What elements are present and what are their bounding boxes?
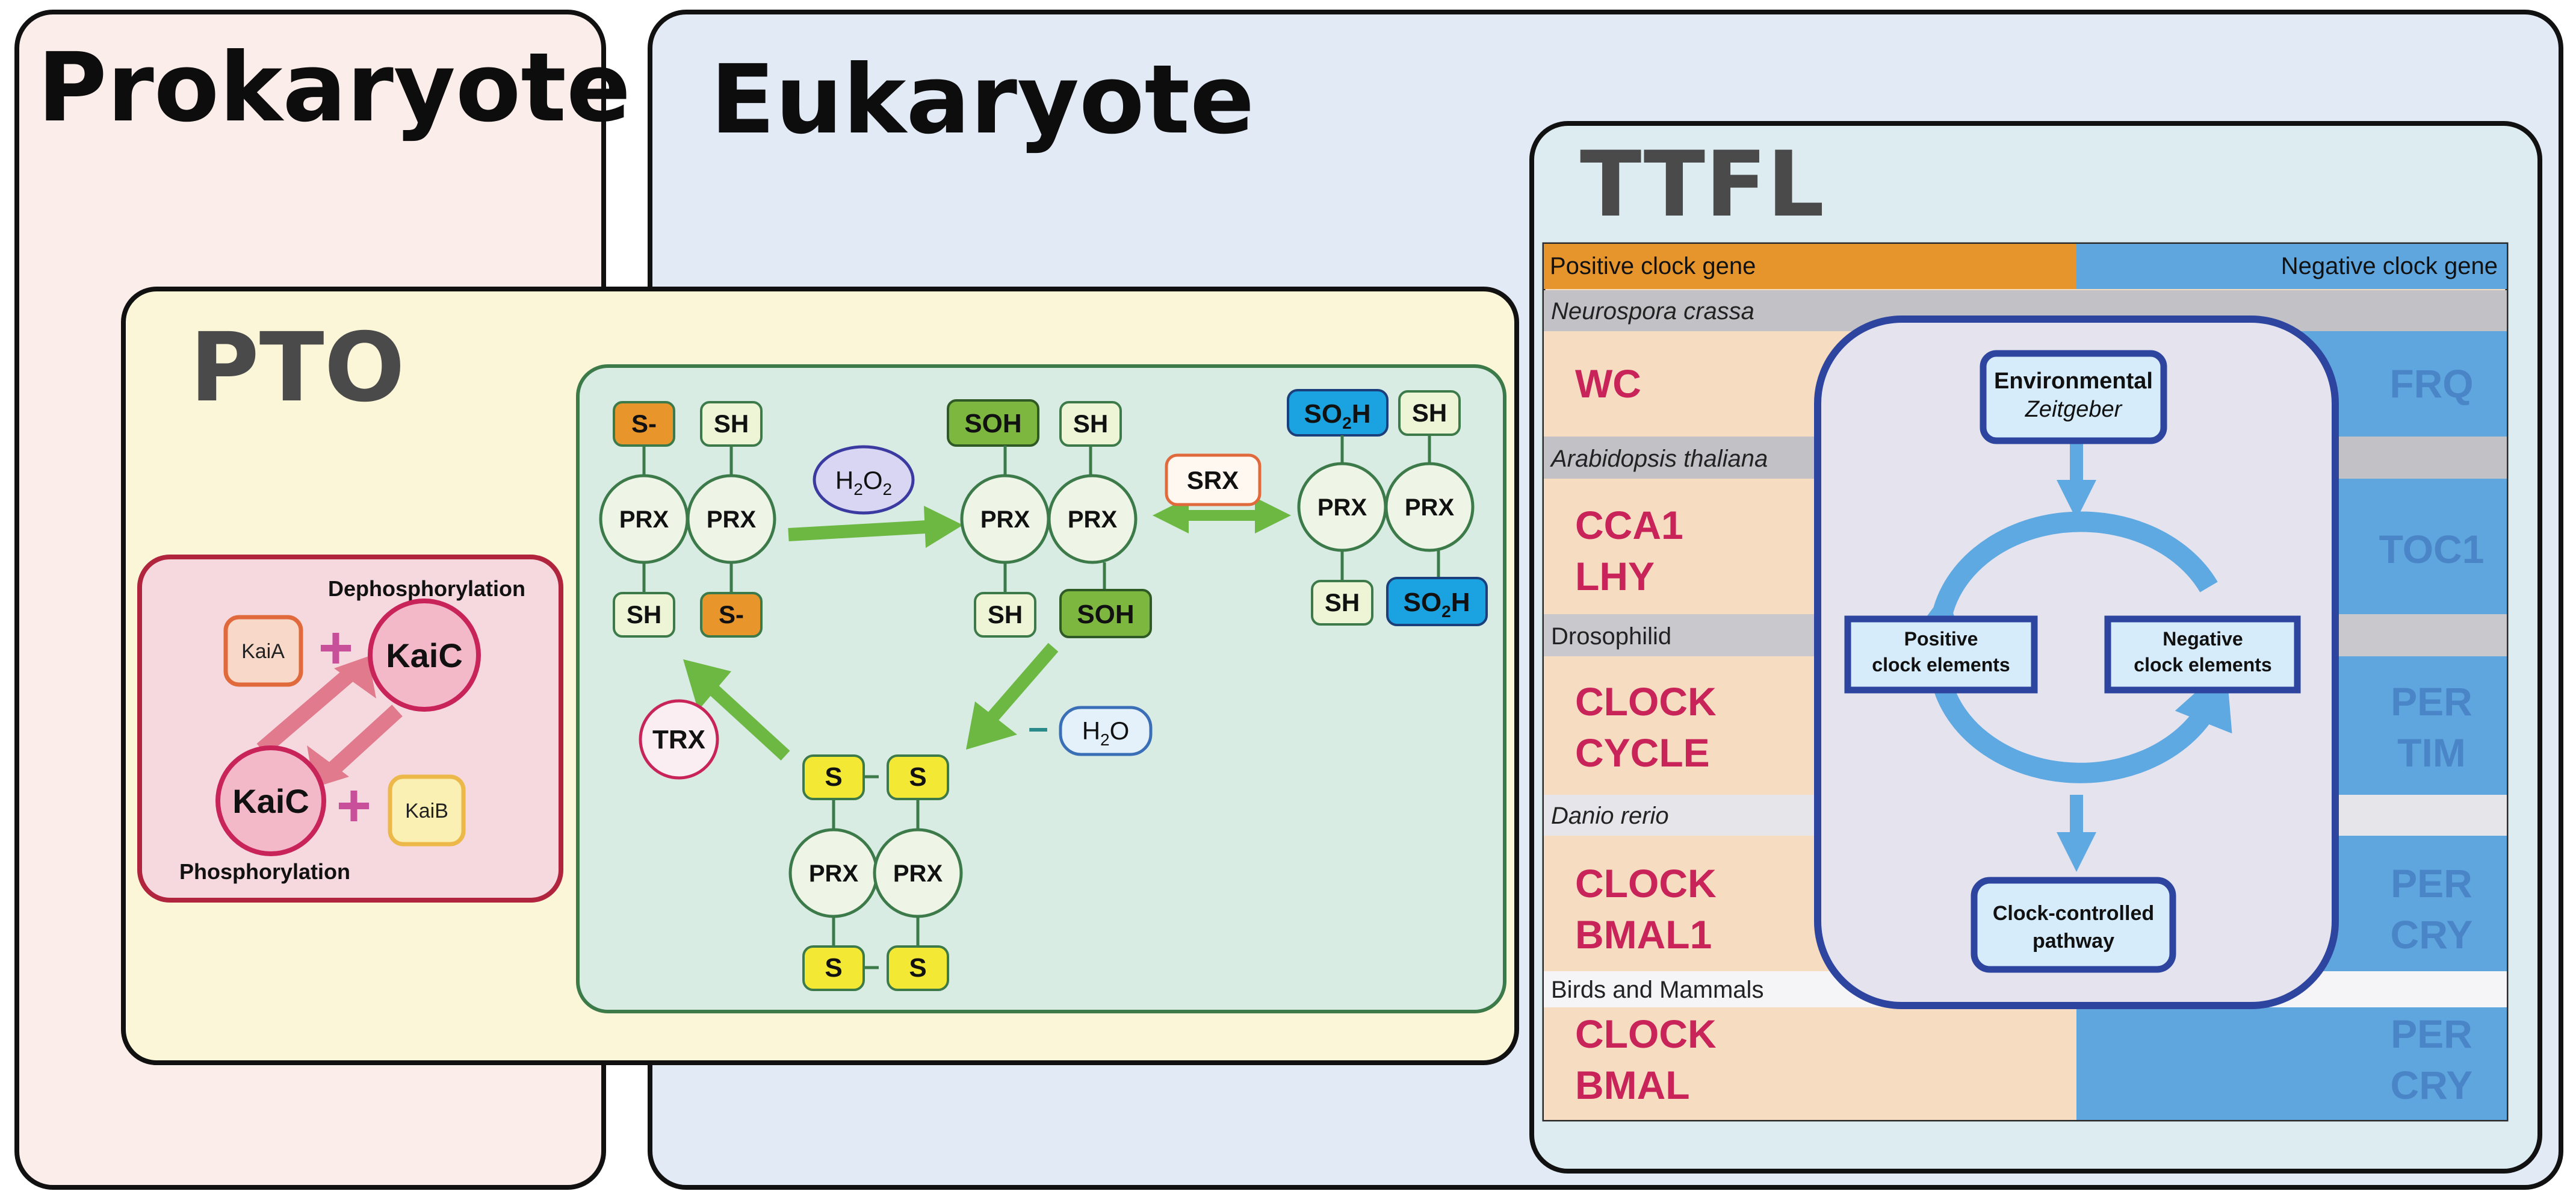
feedback-loop-panel xyxy=(1814,316,2339,1009)
h2o2-node: H2O2 xyxy=(813,445,915,515)
svg-text:SH: SH xyxy=(714,409,749,438)
negative-header: Negative clock gene xyxy=(2281,253,2498,279)
svg-text:KaiC: KaiC xyxy=(232,782,309,820)
positive-gene: BMAL xyxy=(1575,1063,1690,1107)
svg-text:PRX: PRX xyxy=(893,860,943,887)
svg-text:pathway: pathway xyxy=(2033,930,2114,953)
negative-gene: TOC1 xyxy=(2379,527,2485,571)
svg-text:PRX: PRX xyxy=(1068,506,1118,533)
svg-text:SO2H: SO2H xyxy=(1404,588,1470,621)
phosphorylation-label: Phosphorylation xyxy=(179,859,350,884)
phosphorylation-arrows xyxy=(256,656,403,788)
positive-gene: CLOCK xyxy=(1575,1012,1717,1056)
prx-complex-sulfinic: SO2H SH PRX PRX SH SO2H xyxy=(1287,389,1488,626)
positive-gene: CLOCK xyxy=(1575,679,1717,724)
negative-gene: TIM xyxy=(2397,730,2466,775)
svg-text:PRX: PRX xyxy=(1317,494,1367,521)
svg-text:Environmental: Environmental xyxy=(1994,368,2153,394)
svg-text:KaiB: KaiB xyxy=(405,800,448,822)
organism-name: Danio rerio xyxy=(1551,803,1669,829)
prx-complex-disulfide: S S PRX PRX S S xyxy=(788,754,963,991)
clock-controlled-pathway-box: Clock-controlled pathway xyxy=(1971,877,2176,973)
svg-text:SH: SH xyxy=(1412,399,1447,427)
negative-clock-elements-box: Negative clock elements xyxy=(2104,615,2301,694)
svg-text:S: S xyxy=(909,762,926,792)
positive-gene: LHY xyxy=(1575,554,1655,598)
positive-gene: CCA1 xyxy=(1575,503,1683,547)
svg-text:PRX: PRX xyxy=(809,860,859,887)
svg-text:SOH: SOH xyxy=(1077,600,1134,629)
svg-text:KaiC: KaiC xyxy=(386,636,463,674)
negative-gene: FRQ xyxy=(2389,361,2473,406)
svg-text:PRX: PRX xyxy=(619,506,669,533)
trx-node: TRX xyxy=(639,699,719,780)
kaib-plus: + xyxy=(336,772,371,839)
minus-sign: – xyxy=(1028,707,1048,747)
svg-text:S: S xyxy=(909,953,926,983)
svg-text:SH: SH xyxy=(1073,409,1108,438)
positive-gene: CYCLE xyxy=(1575,730,1710,775)
svg-text:H2O: H2O xyxy=(1082,717,1130,749)
svg-text:SRX: SRX xyxy=(1187,466,1239,494)
svg-text:S: S xyxy=(825,762,842,792)
positive-header: Positive clock gene xyxy=(1550,253,1756,279)
negative-gene: PER xyxy=(2391,679,2472,724)
positive-gene: WC xyxy=(1575,361,1641,406)
negative-gene: PER xyxy=(2391,1012,2472,1056)
svg-text:SH: SH xyxy=(988,600,1023,629)
negative-gene: PER xyxy=(2391,861,2472,906)
organism-name: Neurospora crassa xyxy=(1551,298,1754,325)
prokaryote-title: Prokaryote xyxy=(37,33,631,143)
svg-text:TRX: TRX xyxy=(652,725,705,754)
svg-text:Negative: Negative xyxy=(2163,628,2243,650)
h2o-node: H2O xyxy=(1059,706,1153,756)
positive-gene: BMAL1 xyxy=(1575,912,1712,957)
prx-cycle-arrows xyxy=(683,497,1291,761)
organism-name: Drosophilid xyxy=(1551,623,1671,650)
svg-text:PRX: PRX xyxy=(1405,494,1455,521)
svg-text:SH: SH xyxy=(1325,588,1360,617)
dephosphorylation-label: Dephosphorylation xyxy=(328,576,525,601)
svg-text:clock elements: clock elements xyxy=(2134,654,2271,676)
positive-clock-elements-box: Positive clock elements xyxy=(1844,615,2038,694)
svg-text:PRX: PRX xyxy=(707,506,757,533)
feedback-loop-arrows xyxy=(1905,443,2232,872)
pto-title: PTO xyxy=(190,312,405,423)
prx-complex-sulfenic: SOH SH PRX PRX SH SOH xyxy=(947,399,1152,638)
kaia-node: KaiA xyxy=(223,615,303,687)
positive-gene: CLOCK xyxy=(1575,861,1717,906)
svg-text:H2O2: H2O2 xyxy=(835,466,892,499)
environmental-zeitgeber-box: Environmental Zeitgeber xyxy=(1980,350,2167,444)
negative-gene: CRY xyxy=(2391,1063,2473,1107)
prx-complex-reduced: S- SH PRX PRX SH S- xyxy=(599,401,776,638)
svg-text:KaiA: KaiA xyxy=(241,640,285,663)
organism-name: Birds and Mammals xyxy=(1551,977,1763,1003)
svg-text:clock elements: clock elements xyxy=(1872,654,2010,676)
svg-text:S: S xyxy=(825,953,842,983)
kaic-bottom-node: KaiC xyxy=(215,745,326,856)
svg-text:Clock-controlled: Clock-controlled xyxy=(1993,902,2154,925)
kaia-plus: + xyxy=(318,614,353,682)
svg-text:PRX: PRX xyxy=(980,506,1030,533)
srx-node: SRX xyxy=(1165,453,1262,506)
ttfl-title: TTFL xyxy=(1580,132,1824,237)
svg-text:SOH: SOH xyxy=(964,409,1021,438)
svg-text:Zeitgeber: Zeitgeber xyxy=(2025,397,2123,422)
kaic-top-node: KaiC xyxy=(368,598,481,712)
svg-text:S-: S- xyxy=(631,409,657,438)
negative-gene: CRY xyxy=(2391,912,2473,957)
svg-text:SH: SH xyxy=(627,600,661,629)
eukaryote-title: Eukaryote xyxy=(710,45,1254,155)
svg-text:S-: S- xyxy=(719,600,744,629)
svg-text:SO2H: SO2H xyxy=(1304,399,1371,432)
positive-header-bar xyxy=(1544,244,2076,289)
kaib-node: KaiB xyxy=(388,774,466,847)
negative-header-bar xyxy=(2076,244,2507,289)
svg-text:Positive: Positive xyxy=(1904,628,1978,650)
kai-panel xyxy=(137,555,563,903)
organism-name: Arabidopsis thaliana xyxy=(1550,446,1768,472)
